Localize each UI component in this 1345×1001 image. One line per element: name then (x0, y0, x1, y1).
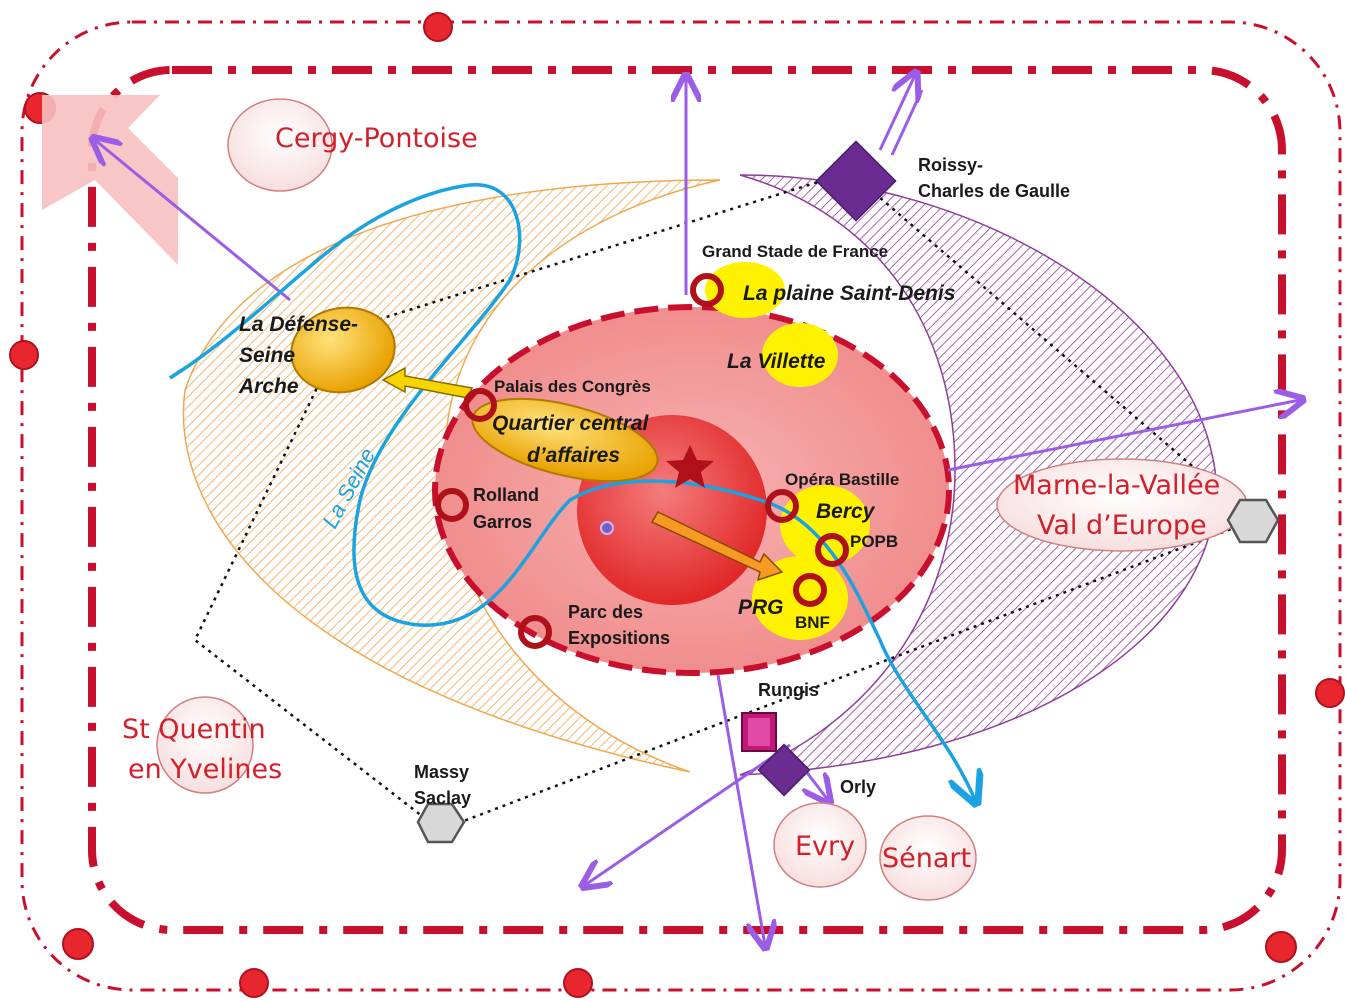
parc-label-2: Expositions (568, 628, 670, 648)
rungis-label: Rungis (758, 680, 819, 700)
senart-label: Sénart (882, 843, 971, 874)
qca-label-2: d’affaires (527, 444, 620, 467)
la-defense-zone (290, 306, 396, 394)
roissy-label-2: Charles de Gaulle (918, 181, 1070, 201)
rungis-cube-face-icon (748, 718, 770, 746)
plaine-label: La plaine Saint-Denis (743, 282, 955, 305)
orly-label: Orly (840, 777, 876, 797)
arrow-southwest (585, 743, 791, 885)
prg-label: PRG (738, 596, 784, 619)
center-to-prg-arrow (650, 511, 784, 582)
outer-boundary (20, 20, 1342, 992)
senart-circle (879, 815, 977, 901)
center-star-icon (666, 445, 714, 488)
northwest-big-arrow (42, 95, 178, 265)
st-quentin-circle (156, 696, 254, 794)
massy-label-2: Saclay (414, 788, 471, 808)
rolland-label-1: Rolland (473, 485, 539, 505)
plaine-zone (705, 262, 785, 318)
popb-label: POPB (850, 532, 898, 551)
marne-hexagon-icon (1226, 498, 1280, 544)
opera-label: Opéra Bastille (785, 470, 899, 489)
bnf-ring-icon (793, 573, 827, 607)
rolland-label-2: Garros (473, 512, 532, 532)
roissy-label-1: Roissy- (918, 155, 983, 175)
qca-label-1: Quartier central (492, 412, 650, 435)
arrow-to-orly (805, 769, 828, 800)
parc-expos-ring-icon (518, 615, 552, 649)
marne-label-2: Val d’Europe (1037, 510, 1207, 541)
massy-hexagon-icon (416, 802, 466, 844)
villette-zone (762, 323, 838, 387)
arrow-to-roissy-a (878, 75, 915, 151)
evry-circle (773, 802, 867, 888)
inner-boundary (88, 66, 1286, 934)
seine-river (169, 183, 975, 800)
defense-label-1: La Défense- (239, 313, 358, 336)
villette-label: La Villette (727, 350, 826, 373)
parc-label-1: Parc des (568, 602, 643, 622)
orly-diamond-icon (757, 743, 811, 797)
boundary-dot (563, 968, 593, 998)
site-markers (435, 273, 849, 649)
bercy-label: Bercy (816, 500, 876, 523)
rolland-garros-ring-icon (435, 488, 469, 522)
boundary-dot (62, 928, 94, 960)
boundary-dot (423, 12, 453, 42)
cergy-label: Cergy-Pontoise (275, 123, 478, 154)
grand-stade-ring-icon (690, 273, 724, 307)
st-quentin-label-2: en Yvelines (128, 754, 282, 785)
evry-label: Evry (795, 831, 855, 862)
east-hatched-zone (739, 174, 1217, 776)
defense-label-2: Seine (239, 344, 295, 367)
cergy-circle (227, 98, 333, 192)
palais-congres-ring-icon (463, 388, 497, 422)
marne-label-1: Marne-la-Vallée (1013, 470, 1220, 501)
boundary-dot (239, 968, 269, 998)
seine-river-start (169, 368, 183, 380)
qca-to-defense-arrow (381, 366, 474, 399)
arrow-east (947, 400, 1300, 472)
arrow-to-cergy (95, 140, 291, 302)
opera-bastille-ring-icon (765, 489, 799, 523)
defense-label-3: Arche (238, 375, 299, 398)
boundary-dot (1265, 931, 1297, 963)
center-small-flower-icon (600, 521, 614, 535)
boundary-dot (1315, 678, 1345, 708)
purple-arrows (95, 75, 1300, 945)
grand-stade-label: Grand Stade de France (702, 242, 888, 261)
dotted-link (193, 170, 1258, 832)
bnf-label: BNF (795, 613, 830, 632)
arrow-south (716, 674, 765, 945)
massy-label-1: Massy (414, 762, 469, 782)
palais-label: Palais des Congrès (494, 377, 651, 396)
st-quentin-label-1: St Quentin (122, 714, 266, 745)
popb-ring-icon (815, 533, 849, 567)
roissy-diamond-icon (815, 140, 897, 222)
boundary-dot (9, 340, 39, 370)
arrow-to-roissy-b (890, 89, 924, 156)
